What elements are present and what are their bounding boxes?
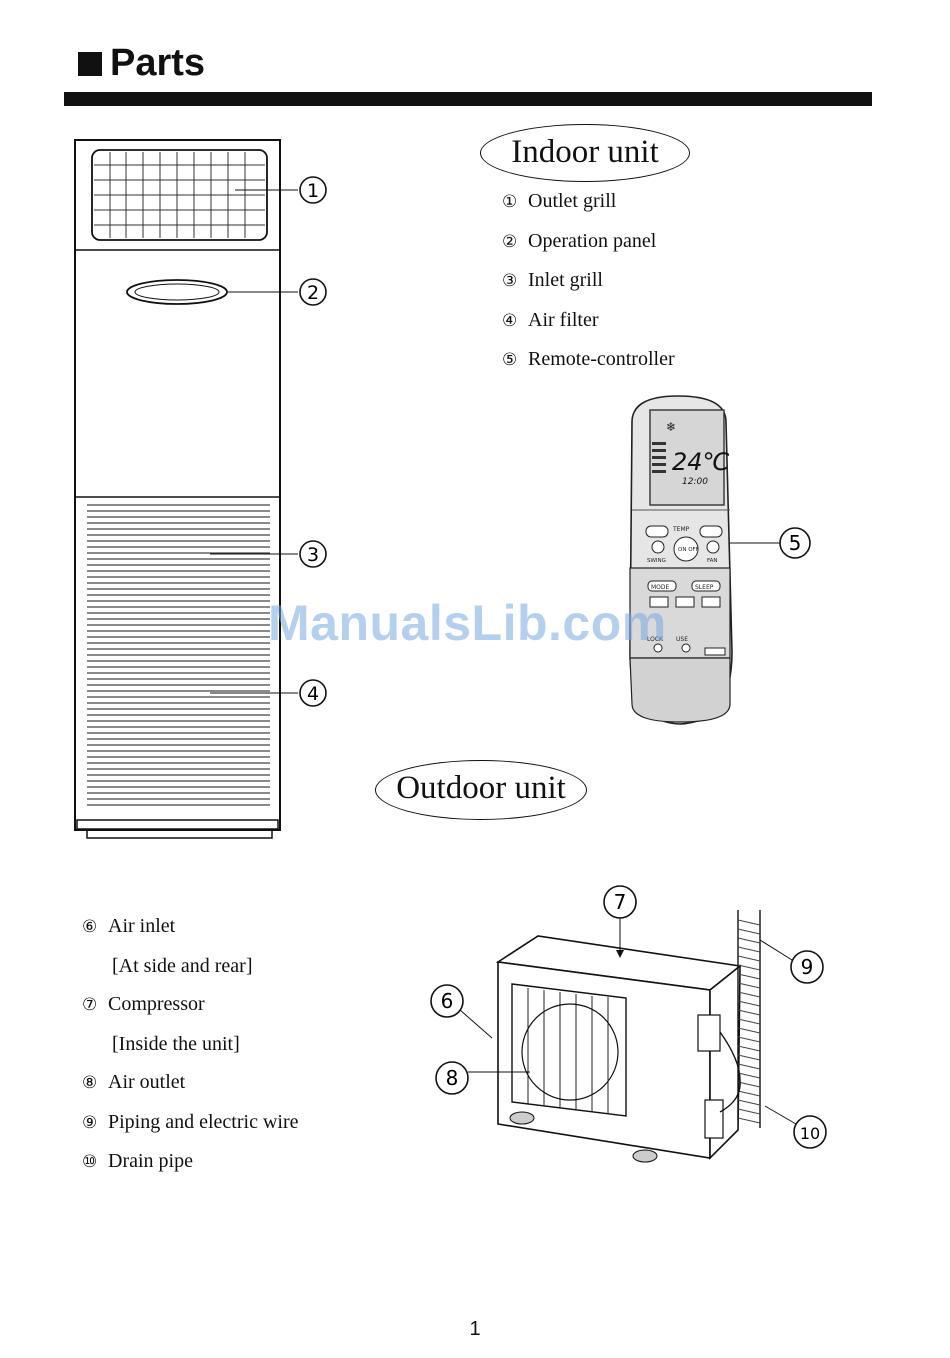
snowflake-icon: ❄ <box>666 420 676 434</box>
item-label: Remote-controller <box>528 348 675 370</box>
item-label: Drain pipe <box>108 1150 193 1172</box>
callout-7: 7 <box>614 890 627 914</box>
pipe-wrap-line <box>737 1009 761 1016</box>
callout-9: 9 <box>801 955 814 979</box>
pipe-wrap-line <box>737 1117 761 1124</box>
item-number: ⑩ <box>82 1152 98 1172</box>
list-item: ⑥ Air inlet <box>82 907 299 947</box>
pipe-wrap-line <box>737 973 761 980</box>
remote-clock-display: 12:00 <box>682 477 708 487</box>
list-item: ⑧ Air outlet <box>82 1063 299 1103</box>
item-label: Operation panel <box>528 229 657 252</box>
pipe-wrap-line <box>737 946 761 953</box>
remote-onoff-label: ON OFF <box>678 547 699 553</box>
item-number: ① <box>502 192 518 212</box>
callout-10: 10 <box>800 1124 820 1143</box>
page-title: Parts <box>78 42 205 85</box>
remote-swing-label: SWING <box>647 558 666 564</box>
indoor-unit-heading: Indoor unit <box>480 124 690 182</box>
list-item: ⑦ Compressor <box>82 985 299 1025</box>
remote-mode-label: MODE <box>651 584 670 591</box>
pipe-wrap-line <box>737 1045 761 1052</box>
pipe-wrap-line <box>737 1000 761 1007</box>
pipe-wrap-line <box>737 1018 761 1025</box>
callout-3: 3 <box>307 544 319 566</box>
pipe-wrap-line <box>737 991 761 998</box>
remote-temp-label: TEMP <box>672 526 690 533</box>
item-label: Piping and electric wire <box>108 1110 299 1133</box>
item-number: ⑦ <box>82 995 98 1015</box>
pipe-wrap-line <box>737 1081 761 1088</box>
list-item: ③ Inlet grill <box>502 261 675 301</box>
callout-8: 8 <box>446 1066 459 1090</box>
item-label: Outlet grill <box>528 190 617 212</box>
indoor-unit-illustration: 1 2 3 4 <box>74 139 327 839</box>
pipe-wrap-line <box>737 1090 761 1097</box>
item-number: ② <box>502 231 518 252</box>
item-number: ⑧ <box>82 1073 98 1093</box>
remote-sleep-label: SLEEP <box>695 584 714 591</box>
watermark: ManualsLib.com <box>268 595 667 651</box>
outdoor-unit-illustration: 7 6 8 9 10 <box>430 885 827 1163</box>
pipe-wrap-line <box>737 937 761 944</box>
item-label: Inlet grill <box>528 269 603 291</box>
item-label: Air inlet <box>108 915 176 937</box>
remote-lock-label: LOCK <box>647 636 664 643</box>
item-label: Compressor <box>108 993 205 1015</box>
item-number: ④ <box>502 310 518 331</box>
pipe-wrap-line <box>737 982 761 989</box>
pipe-wrap-line <box>737 1108 761 1115</box>
item-number: ⑥ <box>82 917 98 937</box>
callout-6: 6 <box>441 989 454 1013</box>
page-number: 1 <box>469 1318 481 1340</box>
remote-temp-display: 24℃ <box>672 448 730 476</box>
pipe-wrap-line <box>737 964 761 971</box>
pipe-wrap-line <box>737 1099 761 1106</box>
list-item: ⑤ Remote-controller <box>502 340 675 380</box>
indoor-unit-heading-text: Indoor unit <box>511 134 659 170</box>
item-number: ③ <box>502 271 518 291</box>
item-number: ⑤ <box>502 350 518 370</box>
remote-controller-illustration: ❄ 24℃ 12:00 TEMP ON OFF SWING FAN MODE S… <box>629 395 811 725</box>
item-number: ⑨ <box>82 1112 98 1133</box>
title-rule <box>64 92 872 106</box>
list-item-note: [Inside the unit] <box>112 1032 240 1055</box>
callout-4: 4 <box>307 683 319 705</box>
callout-5: 5 <box>789 531 802 555</box>
callout-1: 1 <box>307 180 319 202</box>
pipe-wrap-line <box>737 955 761 962</box>
outdoor-unit-heading: Outdoor unit <box>375 760 587 820</box>
pipe-wrap-line <box>737 1063 761 1070</box>
outdoor-unit-heading-text: Outdoor unit <box>396 770 566 806</box>
list-item: ⑩ Drain pipe <box>82 1142 299 1182</box>
pipe-wrap-line <box>737 1036 761 1043</box>
list-item: ② Operation panel <box>502 222 675 262</box>
bullet-square-icon <box>78 51 102 76</box>
pipe-wrap-line <box>737 928 761 935</box>
list-item-note: [At side and rear] <box>112 954 253 977</box>
remote-use-label: USE <box>676 636 688 643</box>
pipe-wrap-line <box>737 1054 761 1061</box>
pipe-wrap-line <box>737 1027 761 1034</box>
item-label: Air outlet <box>108 1071 186 1093</box>
outdoor-parts-list: ⑥ Air inlet [At side and rear] ⑦ Compresso… <box>82 907 299 1182</box>
list-item: ① Outlet grill <box>502 182 675 222</box>
list-item: ④ Air filter <box>502 301 675 341</box>
page-title-text: Parts <box>110 42 206 84</box>
remote-fan-label: FAN <box>707 558 718 564</box>
indoor-parts-list: ① Outlet grill ② Operation panel ③ Inlet gr… <box>502 182 675 380</box>
list-item: ⑨ Piping and electric wire <box>82 1103 299 1143</box>
callout-2: 2 <box>307 282 319 304</box>
pipe-wrap-line <box>737 919 761 926</box>
item-label: Air filter <box>528 308 599 331</box>
pipe-wrap-line <box>737 1072 761 1079</box>
